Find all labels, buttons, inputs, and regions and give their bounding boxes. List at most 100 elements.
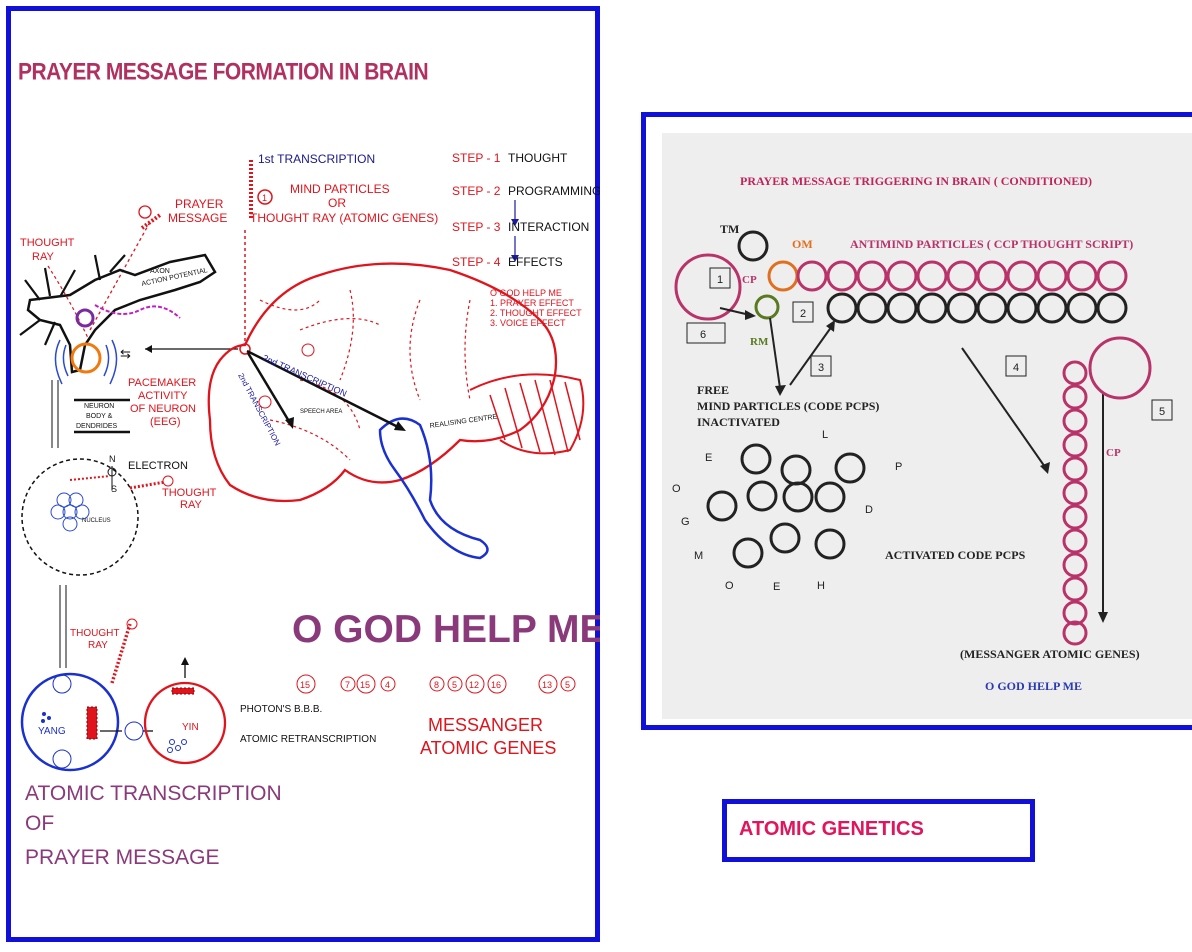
svg-text:PACEMAKER: PACEMAKER: [128, 377, 196, 389]
svg-text:E: E: [773, 581, 780, 593]
svg-text:O GOD HELP ME: O GOD HELP ME: [490, 288, 562, 298]
svg-text:STEP - 2: STEP - 2: [452, 184, 501, 198]
prayer-message-label: PRAYER: [175, 197, 224, 211]
svg-text:CP: CP: [1106, 447, 1121, 459]
atom-drawing: NUCLEUS N S: [21, 454, 139, 576]
left-title: PRAYER MESSAGE FORMATION IN BRAIN: [18, 58, 428, 85]
svg-text:STEP - 4: STEP - 4: [452, 255, 501, 269]
atomic-genetics-label: ATOMIC GENETICS: [739, 818, 924, 840]
svg-text:1. PRAYER EFFECT: 1. PRAYER EFFECT: [490, 298, 574, 308]
right-title: PRAYER MESSAGE TRIGGERING IN BRAIN ( CON…: [740, 174, 1092, 188]
svg-text:THOUGHT RAY (ATOMIC GENES): THOUGHT RAY (ATOMIC GENES): [250, 211, 438, 225]
messanger-atomic-genes-label: MESSANGER: [428, 715, 543, 735]
svg-text:STEP - 1: STEP - 1: [452, 151, 501, 165]
left-diagram: PRAYER MESSAGE FORMATION IN BRAIN 1st TR…: [18, 58, 600, 869]
antimind-label: ANTIMIND PARTICLES ( CCP THOUGHT SCRIPT): [850, 237, 1133, 251]
yang-yin-drawing: YANG YIN: [20, 618, 227, 772]
svg-text:ATOMIC GENES: ATOMIC GENES: [420, 738, 556, 758]
electron-label: ELECTRON: [128, 460, 188, 472]
svg-text:OM: OM: [792, 237, 813, 251]
svg-text:13: 13: [542, 680, 552, 690]
thought-ray-label: THOUGHT: [20, 237, 75, 249]
svg-text:PROGRAMMING: PROGRAMMING: [508, 184, 600, 198]
svg-text:S: S: [111, 484, 117, 494]
svg-text:NUCLEUS: NUCLEUS: [82, 518, 111, 524]
svg-text:M: M: [694, 550, 703, 562]
svg-text:INTERACTION: INTERACTION: [508, 220, 589, 234]
svg-text:16: 16: [491, 680, 501, 690]
svg-text:L: L: [822, 429, 828, 441]
svg-text:NEURON: NEURON: [84, 403, 114, 410]
svg-text:3. VOICE EFFECT: 3. VOICE EFFECT: [490, 318, 566, 328]
svg-text:BODY &: BODY &: [86, 413, 113, 420]
svg-text:G: G: [681, 516, 690, 528]
svg-text:OF NEURON: OF NEURON: [130, 403, 196, 415]
svg-text:6: 6: [700, 329, 706, 341]
svg-text:7: 7: [345, 680, 350, 690]
mind-particles-label: MIND PARTICLES: [290, 182, 390, 196]
svg-text:O: O: [725, 580, 734, 592]
svg-text:RAY: RAY: [180, 499, 202, 511]
svg-text:THOUGHT: THOUGHT: [508, 151, 568, 165]
svg-text:E: E: [705, 452, 712, 464]
svg-text:CP: CP: [742, 274, 757, 286]
free-particle-circles: [706, 443, 866, 569]
svg-text:YANG: YANG: [38, 726, 66, 737]
effects-list: O GOD HELP ME 1. PRAYER EFFECT 2. THOUGH…: [490, 288, 582, 328]
ccp-chain-magenta: [796, 260, 1128, 292]
svg-text:1: 1: [717, 274, 723, 286]
svg-text:H: H: [817, 580, 825, 592]
svg-text:OF: OF: [25, 812, 54, 835]
free-particles-label: FREE: [697, 383, 729, 397]
svg-text:TM: TM: [720, 222, 739, 236]
messanger-label: (MESSANGER ATOMIC GENES): [960, 647, 1140, 661]
atomic-genetics-box: ATOMIC GENETICS: [722, 799, 1035, 862]
svg-text:5: 5: [452, 680, 457, 690]
left-diagram-panel: [6, 6, 600, 942]
svg-text:O: O: [672, 483, 681, 495]
svg-text:RM: RM: [750, 336, 769, 348]
atomic-retranscription-label: ATOMIC RETRANSCRIPTION: [240, 734, 376, 745]
activated-label: ACTIVATED CODE PCPS: [885, 548, 1026, 562]
svg-text:DENDRIDES: DENDRIDES: [76, 423, 118, 430]
svg-text:4: 4: [385, 680, 390, 690]
svg-text:STEP - 3: STEP - 3: [452, 220, 501, 234]
svg-text:N: N: [109, 454, 116, 464]
photons-label: PHOTON'S B.B.B.: [240, 704, 322, 715]
svg-text:2. THOUGHT EFFECT: 2. THOUGHT EFFECT: [490, 308, 582, 318]
god-help-label: O GOD HELP ME: [985, 679, 1082, 693]
svg-text:(EEG): (EEG): [150, 416, 181, 428]
svg-text:SPEECH AREA: SPEECH AREA: [300, 409, 342, 415]
steps-list: STEP - 1 THOUGHT STEP - 2 PROGRAMMING ST…: [452, 151, 600, 269]
ccp-chain-black: [826, 292, 1128, 324]
atomic-transcription-label: ATOMIC TRANSCRIPTION: [25, 782, 282, 805]
o-god-help-me-title: O GOD HELP ME: [292, 608, 600, 651]
svg-text:8: 8: [434, 680, 439, 690]
svg-text:2: 2: [800, 308, 806, 320]
svg-text:OR: OR: [328, 196, 346, 210]
svg-text:ACTIVITY: ACTIVITY: [138, 390, 188, 402]
svg-text:EFFECTS: EFFECTS: [508, 255, 563, 269]
cp-chain-vertical: [1062, 360, 1088, 646]
svg-text:15: 15: [300, 680, 310, 690]
svg-text:THOUGHT: THOUGHT: [162, 487, 217, 499]
svg-text:YIN: YIN: [182, 722, 199, 733]
svg-text:1: 1: [262, 193, 267, 203]
svg-text:4: 4: [1013, 362, 1019, 374]
number-groups: 15 7 15 4 8 5 12 16 13 5: [296, 674, 576, 694]
svg-text:THOUGHT: THOUGHT: [70, 628, 119, 639]
axon-label: AXON: [150, 268, 170, 275]
svg-text:RAY: RAY: [32, 251, 54, 263]
svg-text:MESSAGE: MESSAGE: [168, 211, 227, 225]
numbered-boxes: 1 2 3 4 5 6: [686, 267, 1173, 421]
svg-text:INACTIVATED: INACTIVATED: [697, 415, 780, 429]
svg-text:P: P: [895, 461, 902, 473]
svg-text:15: 15: [360, 680, 370, 690]
svg-text:⇆: ⇆: [120, 346, 131, 361]
first-transcription-label: 1st TRANSCRIPTION: [258, 152, 375, 166]
svg-text:RAY: RAY: [88, 640, 108, 651]
svg-text:PRAYER MESSAGE: PRAYER MESSAGE: [25, 846, 220, 869]
svg-text:3: 3: [818, 362, 824, 374]
svg-text:5: 5: [1159, 406, 1165, 418]
